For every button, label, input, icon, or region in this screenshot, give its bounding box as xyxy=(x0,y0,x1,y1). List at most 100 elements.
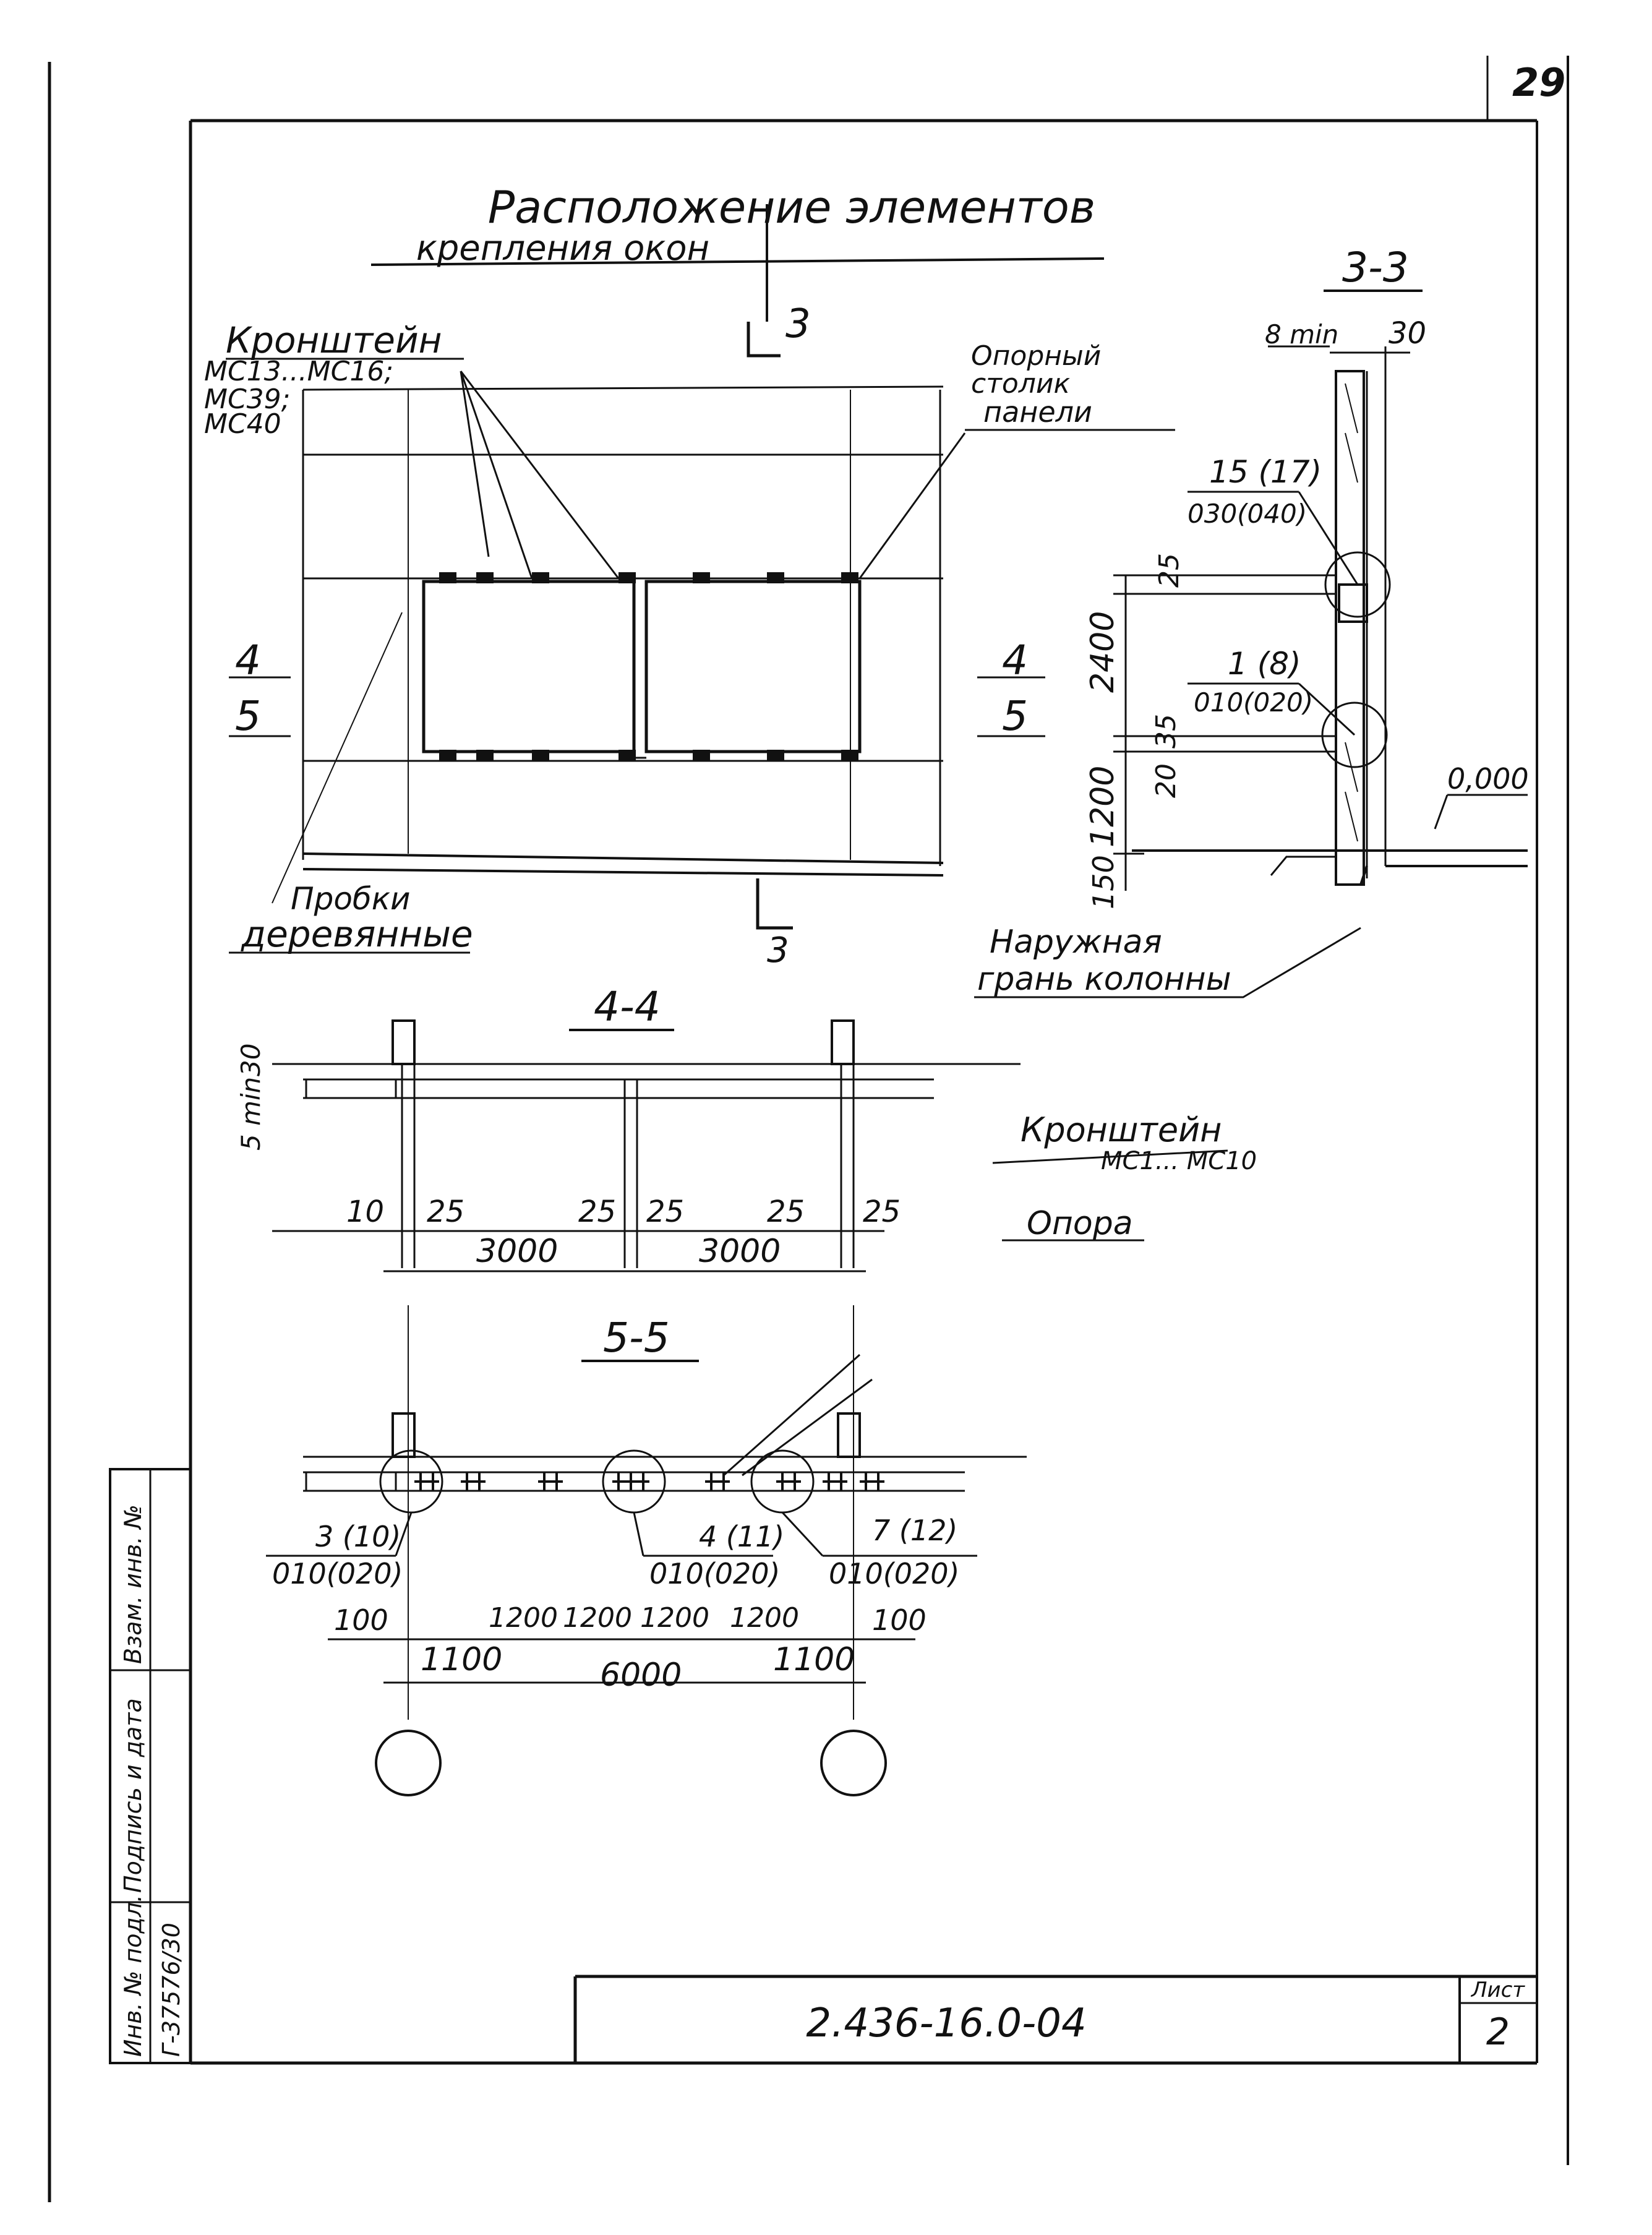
sheet-number-top: 29 xyxy=(1512,60,1565,105)
bracket-right-underline xyxy=(992,1149,1228,1164)
bracket-right-label-1: Кронштейн xyxy=(1021,1110,1222,1149)
dim-1200-33: 1200 xyxy=(1084,766,1121,847)
cut-5-right-label: 5 xyxy=(1002,692,1028,740)
bracket-top-label-3: МС39; xyxy=(204,384,291,415)
side-label-signature: Подпись и дата xyxy=(119,1698,147,1893)
level-mark-leader xyxy=(1434,794,1528,830)
bolt-mark xyxy=(414,1472,439,1491)
bolt-mark xyxy=(823,1472,847,1491)
mark-7-12-sub: 010(020) xyxy=(829,1557,960,1590)
title-underline xyxy=(370,257,1105,266)
mark-1-8-leader xyxy=(1298,682,1356,736)
side-label-replace: Взам. инв. № xyxy=(119,1504,147,1664)
outer-face-leader xyxy=(974,927,1361,998)
bracket-top-label-4: МС40 xyxy=(204,408,281,440)
dim-55-top-4: 1200 xyxy=(640,1602,709,1634)
dim-30-44: 30 xyxy=(236,1044,266,1076)
dim-25-33: 25 xyxy=(1153,553,1185,588)
mark-15-17-leader xyxy=(1298,491,1359,585)
dim-55-mid-2: 6000 xyxy=(600,1657,682,1694)
drawing-code: 2.436-16.0-04 xyxy=(806,2001,1086,2046)
opora-label: Опора xyxy=(1027,1205,1133,1242)
dim-5min: 5 min xyxy=(236,1077,266,1151)
bracket-mark xyxy=(439,750,456,761)
section-33-title: 3-3 xyxy=(1342,244,1409,291)
mark-4-11: 4 (11) xyxy=(699,1520,784,1553)
dim-55-top-3: 1200 xyxy=(563,1602,632,1634)
side-label-inventory-value: Г-37576/30 xyxy=(158,1923,185,2057)
outer-face-label-1: Наружная xyxy=(990,924,1162,961)
dim-44-small-5: 25 xyxy=(767,1195,805,1229)
level-mark: 0,000 xyxy=(1447,762,1529,796)
bracket-mark xyxy=(618,750,636,761)
dim-2400: 2400 xyxy=(1084,611,1121,693)
title-block xyxy=(573,1975,1537,2063)
cut-3-bottom-marker xyxy=(756,878,793,930)
bracket-mark xyxy=(476,572,494,583)
bracket-mark xyxy=(841,572,858,583)
bracket-mark xyxy=(767,750,784,761)
dim-55-mid-1: 1100 xyxy=(421,1641,502,1678)
plugs-label-2: деревянные xyxy=(241,913,473,955)
cut-3-top-marker xyxy=(747,322,781,358)
cut-3-top-label: 3 xyxy=(785,301,811,347)
title-line-1: Расположение элементов xyxy=(488,181,1095,233)
sheet-label: Лист xyxy=(1470,1978,1525,2002)
bolt-mark xyxy=(538,1472,563,1491)
bracket-mark xyxy=(618,572,636,583)
bracket-mark xyxy=(693,750,710,761)
dim-55-top-5: 1200 xyxy=(730,1602,799,1634)
section-33-wall xyxy=(1132,346,1528,886)
section-44-title: 4-4 xyxy=(594,983,661,1031)
plugs-label-1: Пробки xyxy=(291,881,410,917)
section-55-bolts xyxy=(414,1472,884,1491)
plan-view xyxy=(272,204,966,904)
mark-3-10-leader xyxy=(395,1512,413,1556)
section-55-title: 5-5 xyxy=(603,1314,670,1362)
bracket-top-label-2: МС13...МС16; xyxy=(204,356,393,387)
bolt-mark xyxy=(461,1472,486,1491)
cut-4-right-label: 4 xyxy=(1002,637,1028,684)
cut-4-left-label: 4 xyxy=(235,637,261,684)
mark-1-8-sub: 010(020) xyxy=(1194,687,1313,718)
bracket-mark xyxy=(532,572,549,583)
mark-3-10-sub: 010(020) xyxy=(272,1557,403,1590)
mark-15-17-sub: 030(040) xyxy=(1188,499,1307,529)
mark-15-17: 15 (17) xyxy=(1209,454,1322,490)
side-stamp xyxy=(109,1468,192,2064)
dim-55-top-2: 1200 xyxy=(489,1602,558,1634)
section-44-drawing xyxy=(272,1019,1021,1272)
bolt-mark xyxy=(612,1472,649,1491)
dim-35: 35 xyxy=(1150,714,1182,749)
bracket-mark xyxy=(767,572,784,583)
sheet-frame xyxy=(48,56,1569,2202)
support-label-2: столик xyxy=(971,368,1070,400)
dim-55-top-6: 100 xyxy=(872,1603,927,1637)
plan-brackets xyxy=(439,572,858,761)
bracket-mark xyxy=(532,750,549,761)
dim-20: 20 xyxy=(1150,763,1182,798)
dim-44-small-4: 25 xyxy=(646,1195,684,1229)
dim-44-small-1: 10 xyxy=(346,1195,384,1229)
bracket-right-label-2: МС1... МС10 xyxy=(1101,1147,1257,1175)
bracket-mark xyxy=(841,750,858,761)
section-33-dims xyxy=(1113,345,1410,891)
dim-55-top-1: 100 xyxy=(334,1603,388,1637)
dim-150: 150 xyxy=(1087,855,1120,909)
bracket-mark xyxy=(476,750,494,761)
mark-7-12: 7 (12) xyxy=(872,1514,957,1547)
dim-44-small-2: 25 xyxy=(427,1195,464,1229)
dim-8min: 8 min xyxy=(1265,319,1338,350)
cut-3-bottom-label: 3 xyxy=(767,930,789,971)
dim-55-mid-3: 1100 xyxy=(773,1641,855,1678)
mark-4-11-leader xyxy=(633,1512,644,1556)
support-label-3: панели xyxy=(983,395,1092,429)
mark-7-12-leader xyxy=(781,1511,824,1557)
dim-30-33: 30 xyxy=(1389,316,1426,351)
support-label-1: Опорный xyxy=(971,340,1101,372)
side-label-inventory: Инв. № подл. xyxy=(119,1895,147,2057)
outer-face-label-2: грань колонны xyxy=(977,961,1231,998)
bolt-mark xyxy=(860,1472,884,1491)
bracket-mark xyxy=(439,572,456,583)
